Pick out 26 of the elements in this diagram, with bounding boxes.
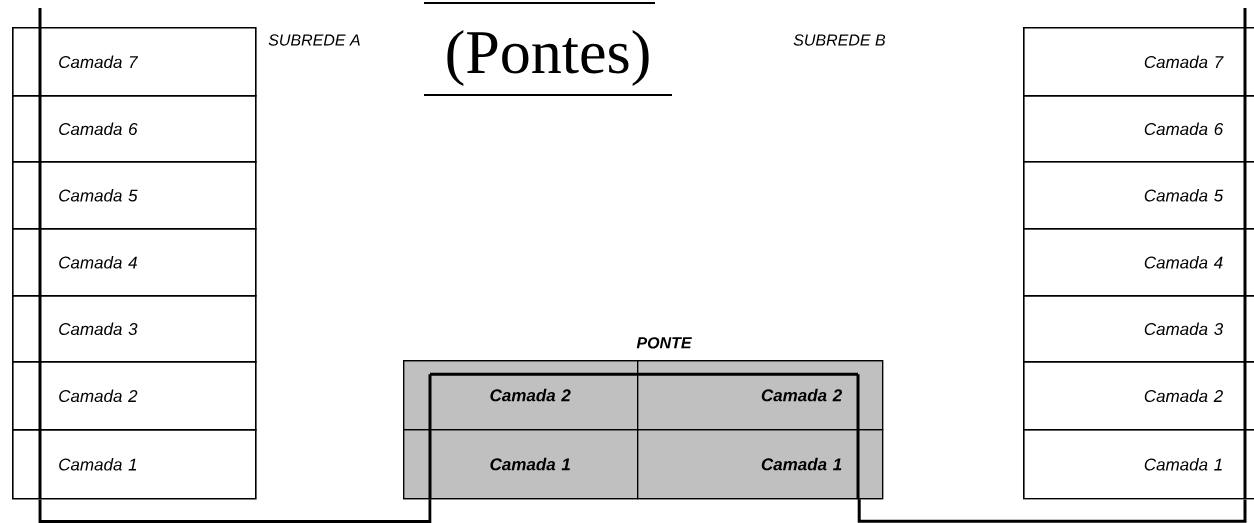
- layer-box: Camada 4: [1023, 228, 1254, 297]
- layer-cell: Camada 1: [637, 429, 884, 500]
- connection-line: [38, 499, 432, 523]
- layer-box: Camada 6: [1023, 95, 1254, 163]
- layer-box: Camada 4: [12, 228, 257, 297]
- layer-cell: Camada 1: [403, 429, 639, 500]
- layer-box: Camada 1: [1023, 429, 1254, 500]
- node-label: PONTE: [636, 337, 692, 349]
- layer-box: Camada 2: [12, 361, 257, 431]
- connection-line: [856, 374, 860, 500]
- layer-cell: Camada 2: [637, 360, 884, 431]
- layer-box: Camada 3: [1023, 295, 1254, 363]
- layer-box: Camada 5: [1023, 161, 1254, 230]
- connection-line: [428, 374, 432, 500]
- layer-box: Camada 3: [12, 295, 257, 363]
- layer-box: Camada 7: [12, 27, 257, 97]
- layer-box: Camada 5: [12, 161, 257, 230]
- layer-box: Camada 7: [1023, 27, 1254, 97]
- title: (Pontes): [447, 29, 649, 87]
- connection-line: [857, 499, 1247, 523]
- network-label: SUBREDE B: [793, 34, 886, 46]
- connection-line: [430, 372, 858, 376]
- layer-box: Camada 1: [12, 429, 257, 500]
- layer-box: Camada 6: [12, 95, 257, 163]
- layer-box: Camada 2: [1023, 361, 1254, 431]
- layer-cell: Camada 2: [403, 360, 639, 431]
